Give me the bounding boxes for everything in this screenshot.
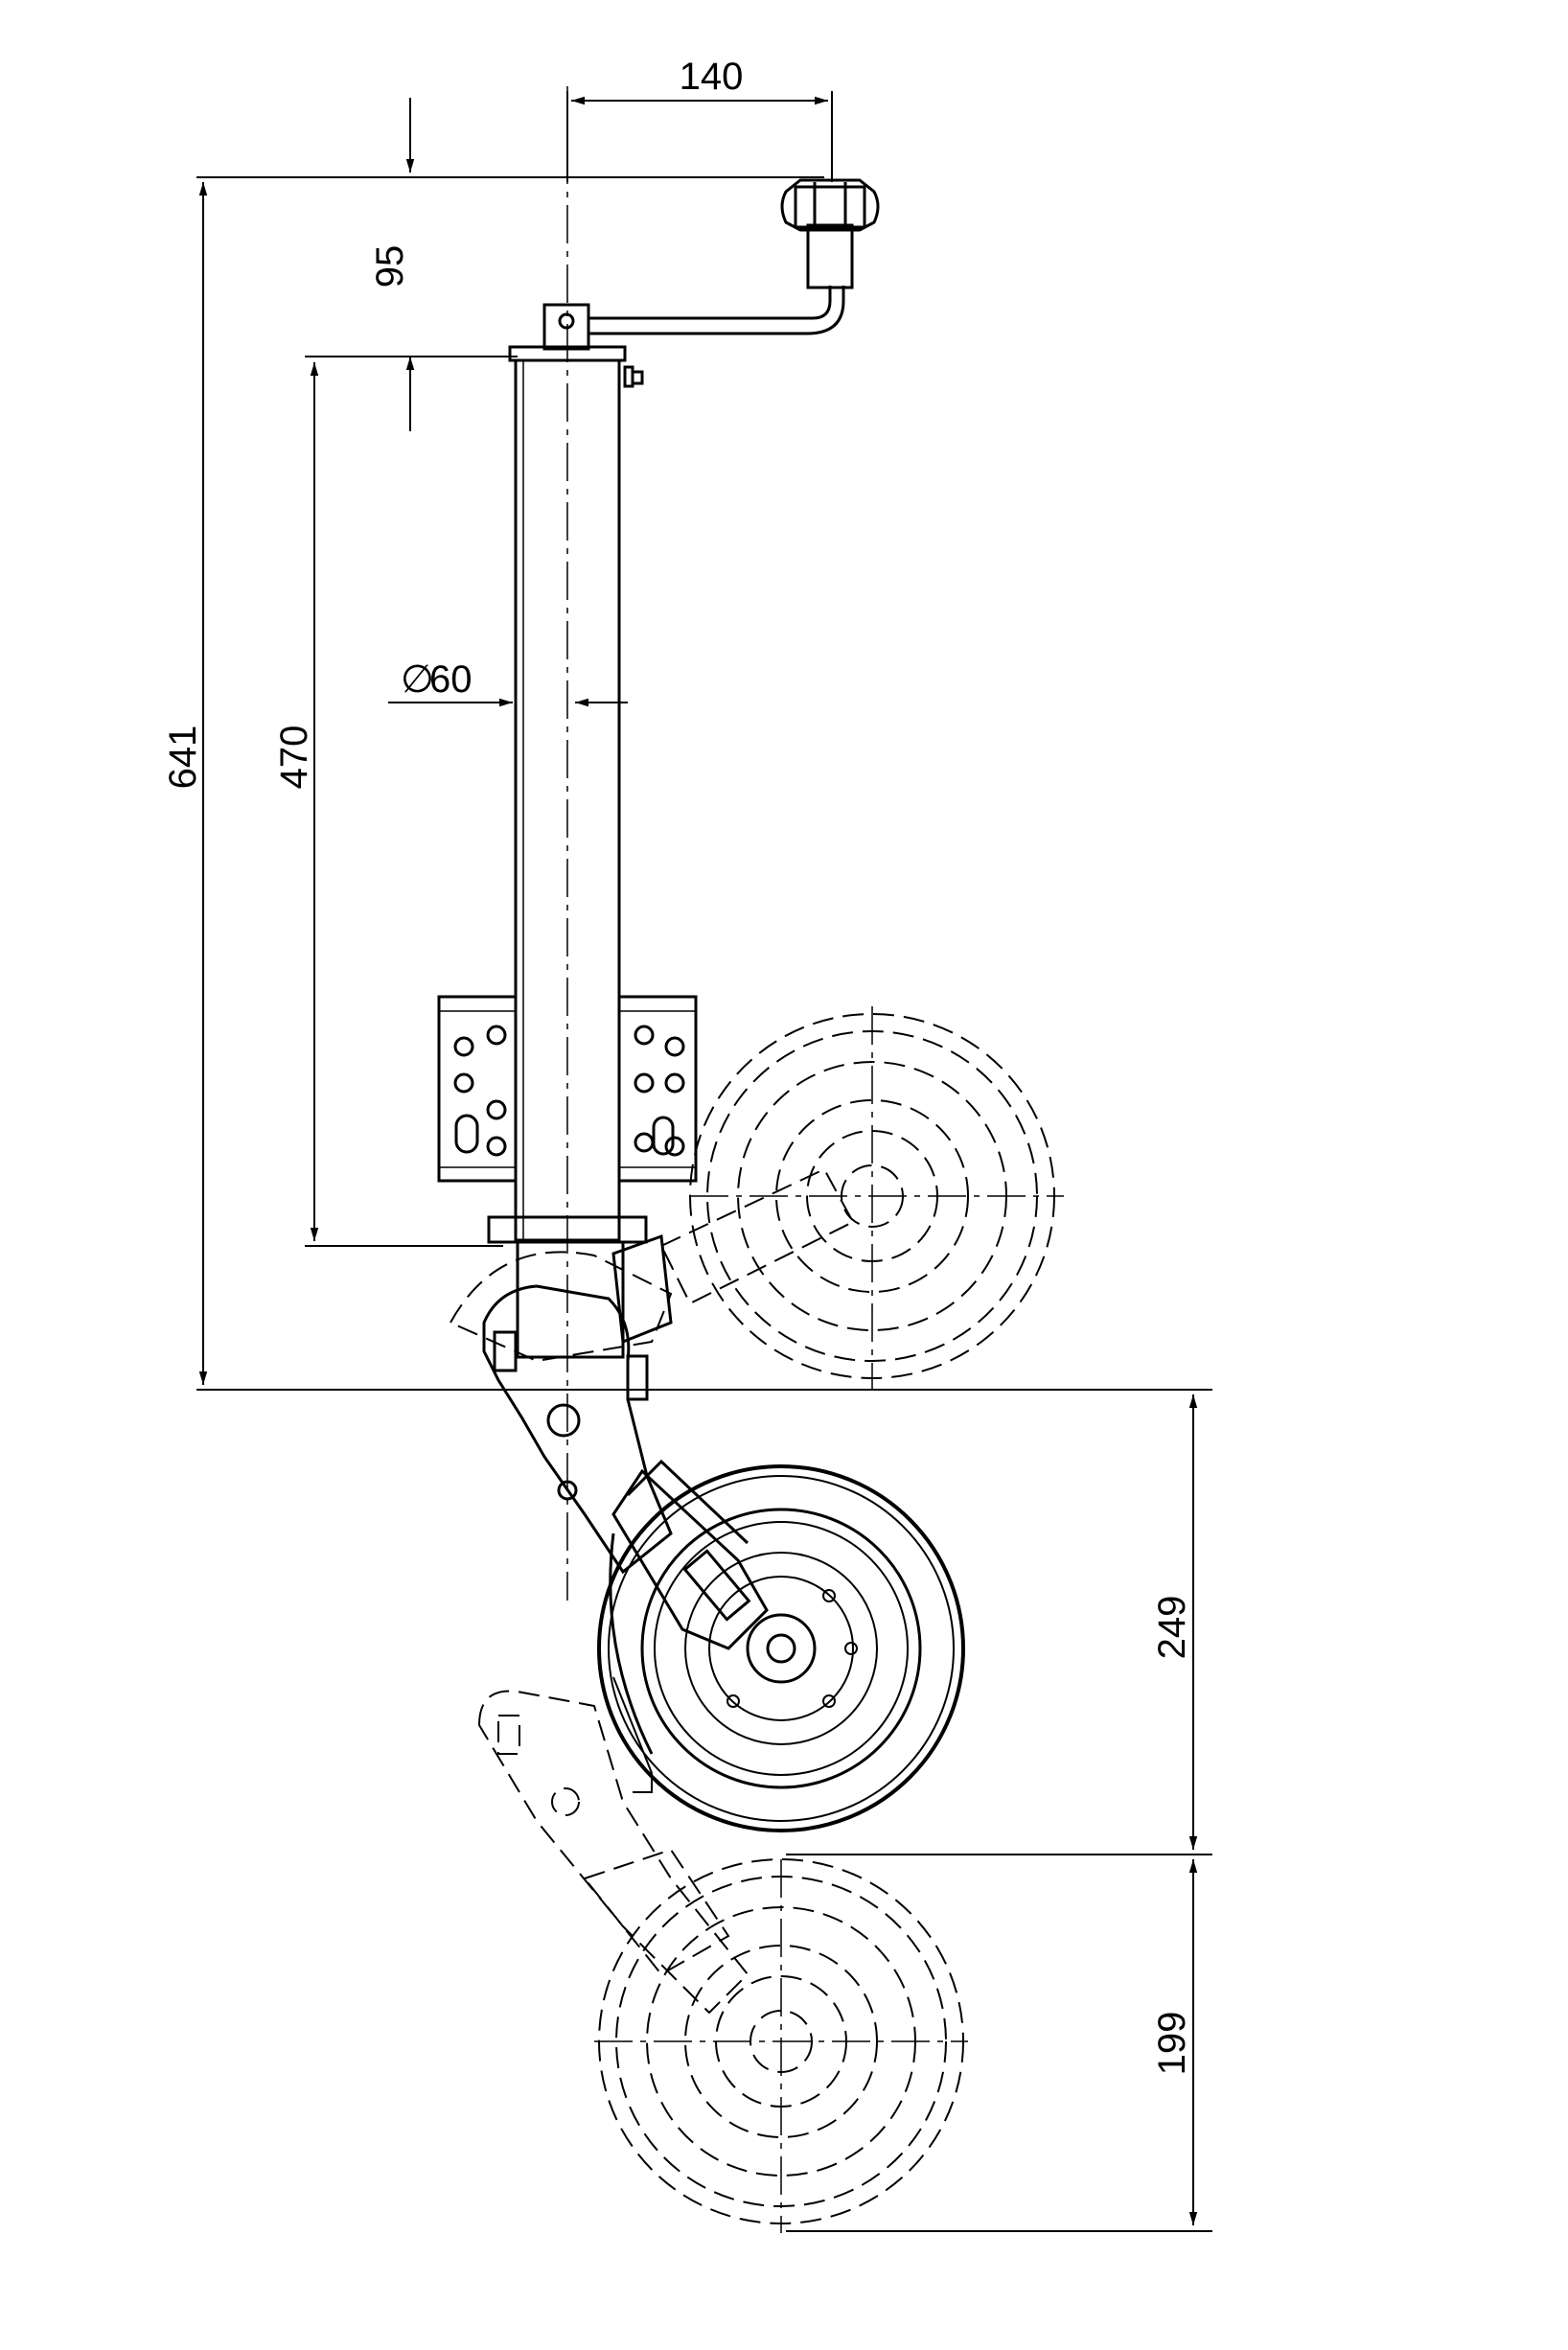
dim-wheel-lower: 249: [1151, 1596, 1193, 1660]
clamp-bracket-left: [437, 995, 518, 1183]
main-tube: [487, 345, 648, 1244]
swivel-housing: [482, 1233, 673, 1575]
wheel-raised-position: [449, 1006, 1064, 1390]
diameter-symbol: ∅: [401, 658, 434, 701]
crank-handle: [542, 178, 880, 351]
dim-tube-length: 470: [273, 726, 315, 790]
wheel-arm-fork: [611, 1459, 769, 1650]
clamp-bracket-right: [617, 995, 698, 1183]
wheel-lowest-position: [477, 1690, 968, 2233]
dim-tube-diameter: 60: [429, 658, 473, 701]
dim-crank-offset: 140: [680, 56, 744, 98]
dim-handle-height: 95: [369, 245, 411, 288]
dimension-lines: [196, 91, 1212, 2232]
dim-total-height: 641: [162, 726, 204, 790]
dim-wheel-lowest: 199: [1151, 2012, 1193, 2076]
main-wheel: [597, 1464, 965, 1832]
